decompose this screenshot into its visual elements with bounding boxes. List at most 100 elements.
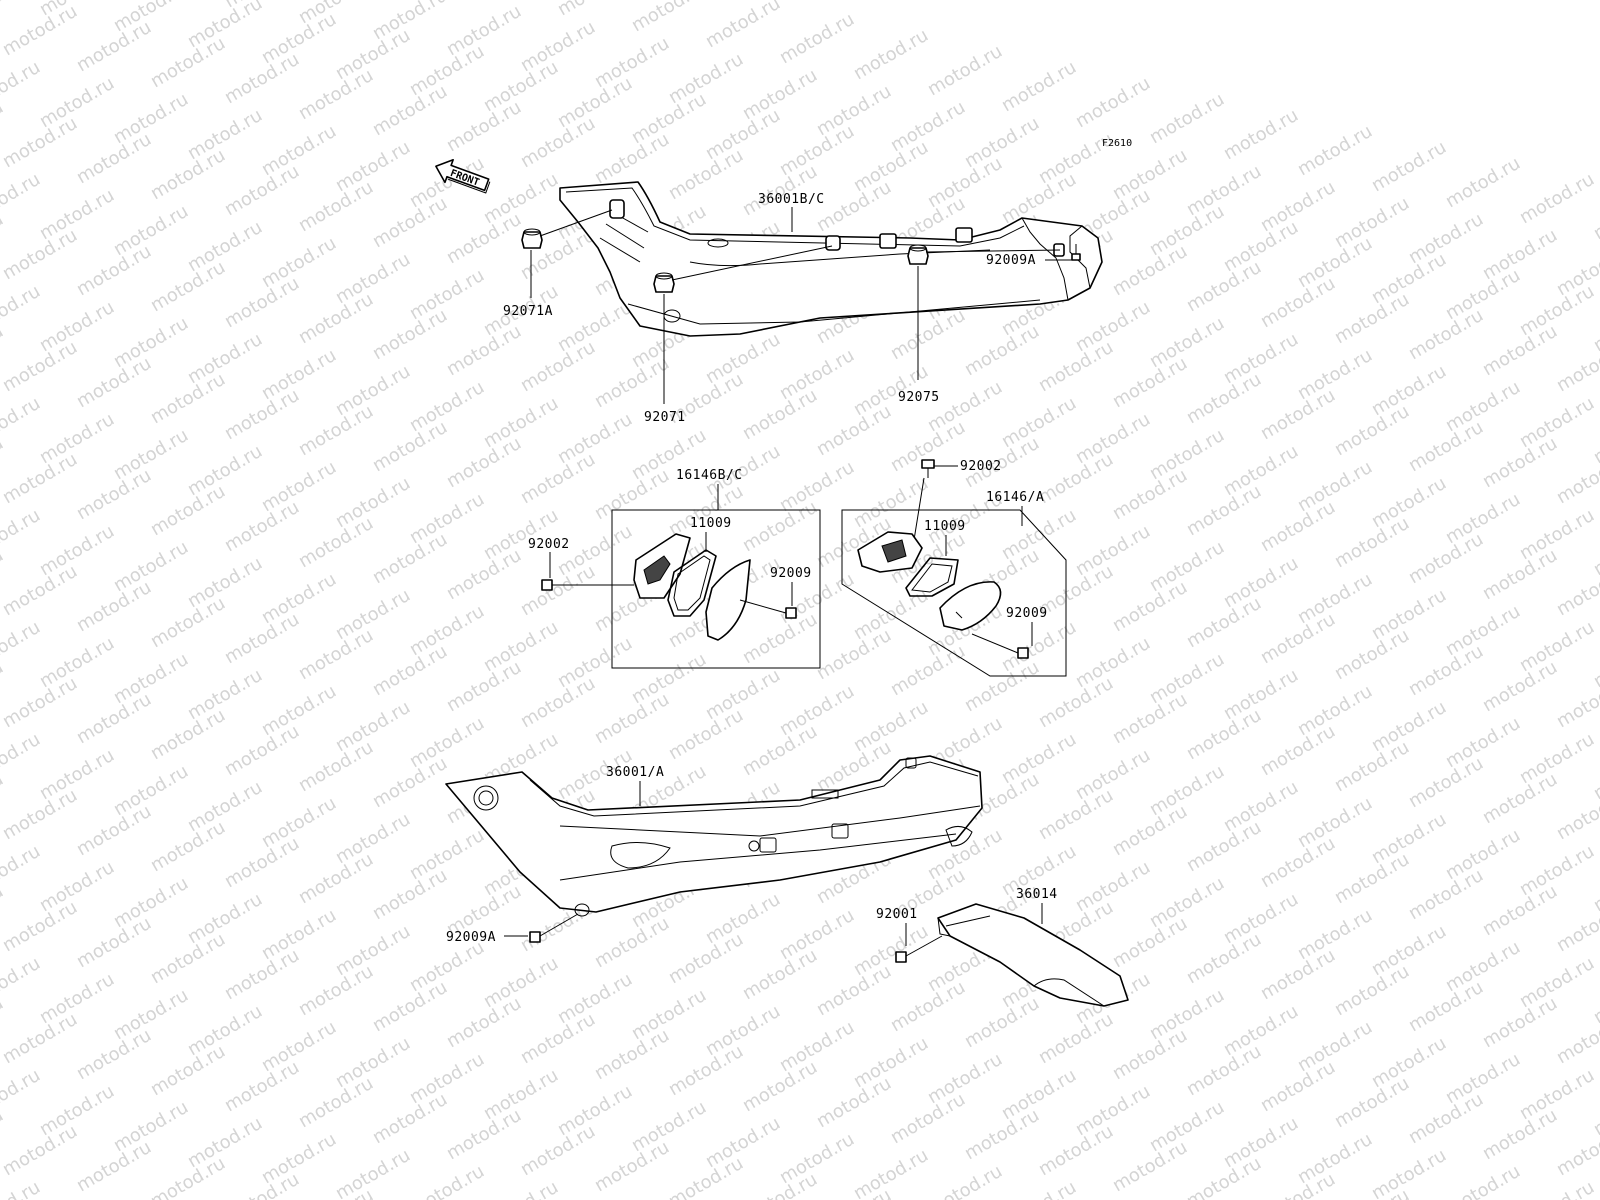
watermark: motod.ru	[0, 841, 44, 900]
watermark: motod.ru	[1294, 1017, 1376, 1076]
watermark: motod.ru	[1072, 521, 1154, 580]
screw-92009-left	[739, 599, 797, 619]
watermark: motod.ru	[1553, 785, 1600, 844]
watermark: motod.ru	[1072, 633, 1154, 692]
watermark: motod.ru	[1516, 505, 1598, 564]
watermark: motod.ru	[480, 953, 562, 1012]
watermark: motod.ru	[1516, 169, 1598, 228]
watermark: motod.ru	[1072, 409, 1154, 468]
watermark: motod.ru	[1442, 937, 1524, 996]
watermark: motod.ru	[850, 921, 932, 980]
watermark: motod.ru	[1516, 953, 1598, 1012]
watermark: motod.ru	[406, 265, 488, 324]
label-36014: 36014	[1016, 887, 1058, 902]
watermark: motod.ru	[887, 97, 969, 156]
watermark: motod.ru	[258, 457, 340, 516]
label-92075: 92075	[898, 390, 940, 405]
watermark: motod.ru	[1146, 425, 1228, 484]
watermark: motod.ru	[1442, 713, 1524, 772]
watermark: motod.ru	[1516, 1065, 1598, 1124]
watermark: motod.ru	[1220, 1113, 1302, 1172]
watermark: motod.ru	[1553, 1121, 1600, 1180]
watermark: motod.ru	[1368, 1033, 1450, 1092]
watermark: motod.ru	[110, 201, 192, 260]
watermark: motod.ru	[1590, 185, 1600, 244]
watermark: motod.ru	[184, 329, 266, 388]
reflector-housing-right	[857, 531, 923, 573]
watermark: motod.ru	[406, 1049, 488, 1108]
watermark: motod.ru	[0, 881, 7, 940]
watermark: motod.ru	[332, 585, 414, 644]
label-92002-left: 92002	[528, 537, 570, 552]
watermark: motod.ru	[1146, 313, 1228, 372]
watermark: motod.ru	[0, 57, 44, 116]
watermark: motod.ru	[776, 457, 858, 516]
front-arrow: FRONT	[435, 158, 491, 194]
reflector-housing-left	[633, 533, 691, 599]
label-92009a-bottom: 92009A	[446, 930, 496, 945]
side-cover-upper-36001bc	[559, 181, 1103, 337]
watermark: motod.ru	[1442, 1049, 1524, 1108]
watermark: motod.ru	[1220, 329, 1302, 388]
watermark: motod.ru	[1220, 105, 1302, 164]
watermark: motod.ru	[0, 505, 44, 564]
label-92071: 92071	[644, 410, 686, 425]
watermark: motod.ru	[110, 985, 192, 1044]
watermark: motod.ru	[110, 649, 192, 708]
watermark: motod.ru	[0, 281, 44, 340]
label-92009a-top: 92009A	[986, 253, 1036, 268]
watermark: motod.ru	[665, 49, 747, 108]
watermark: motod.ru	[184, 1113, 266, 1172]
watermark: motod.ru	[998, 393, 1080, 452]
watermark: motod.ru	[1072, 857, 1154, 916]
watermark: motod.ru	[258, 1129, 340, 1188]
watermark: motod.ru	[1220, 553, 1302, 612]
watermark: motod.ru	[184, 665, 266, 724]
watermark: motod.ru	[1294, 457, 1376, 516]
watermark: motod.ru	[1294, 793, 1376, 852]
watermark: motod.ru	[1368, 361, 1450, 420]
watermark: motod.ru	[1442, 377, 1524, 436]
watermark: motod.ru	[1146, 89, 1228, 148]
watermark: motod.ru	[924, 41, 1006, 100]
watermark: motod.ru	[702, 1113, 784, 1172]
watermark: motod.ru	[258, 121, 340, 180]
watermark: motod.ru	[184, 441, 266, 500]
watermark: motod.ru	[258, 681, 340, 740]
watermark: motod.ru	[998, 505, 1080, 564]
frame-16146bc	[611, 509, 821, 669]
watermark: motod.ru	[480, 169, 562, 228]
watermark: motod.ru	[332, 361, 414, 420]
watermark: motod.ru	[517, 17, 599, 76]
lens-left	[705, 559, 751, 641]
bolt-92009a-top	[1071, 244, 1081, 261]
watermark: motod.ru	[110, 89, 192, 148]
watermark: motod.ru	[998, 1065, 1080, 1124]
watermark: motod.ru	[1590, 969, 1600, 1028]
label-92002-right: 92002	[960, 459, 1002, 474]
watermark: motod.ru	[813, 81, 895, 140]
watermark: motod.ru	[554, 1081, 636, 1140]
screw-92002-right	[913, 459, 935, 541]
watermark: motod.ru	[554, 409, 636, 468]
watermark: motod.ru	[776, 681, 858, 740]
watermark: motod.ru	[1146, 1097, 1228, 1156]
watermark: motod.ru	[1072, 1081, 1154, 1140]
watermark: motod.ru	[0, 393, 44, 452]
watermark: motod.ru	[1072, 73, 1154, 132]
watermark: motod.ru	[1516, 393, 1598, 452]
label-92009-left: 92009	[770, 566, 812, 581]
watermark: motod.ru	[924, 1161, 1006, 1200]
watermark: motod.ru	[628, 649, 710, 708]
watermark: motod.ru	[110, 313, 192, 372]
watermark: motod.ru	[0, 97, 7, 156]
watermark: motod.ru	[1590, 521, 1600, 580]
watermark: motod.ru	[1368, 137, 1450, 196]
watermark: motod.ru	[406, 601, 488, 660]
label-92071a: 92071A	[503, 304, 553, 319]
watermark: motod.ru	[1146, 649, 1228, 708]
watermark: motod.ru	[1479, 225, 1561, 284]
watermark: motod.ru	[36, 1081, 118, 1140]
watermark: motod.ru	[184, 217, 266, 276]
